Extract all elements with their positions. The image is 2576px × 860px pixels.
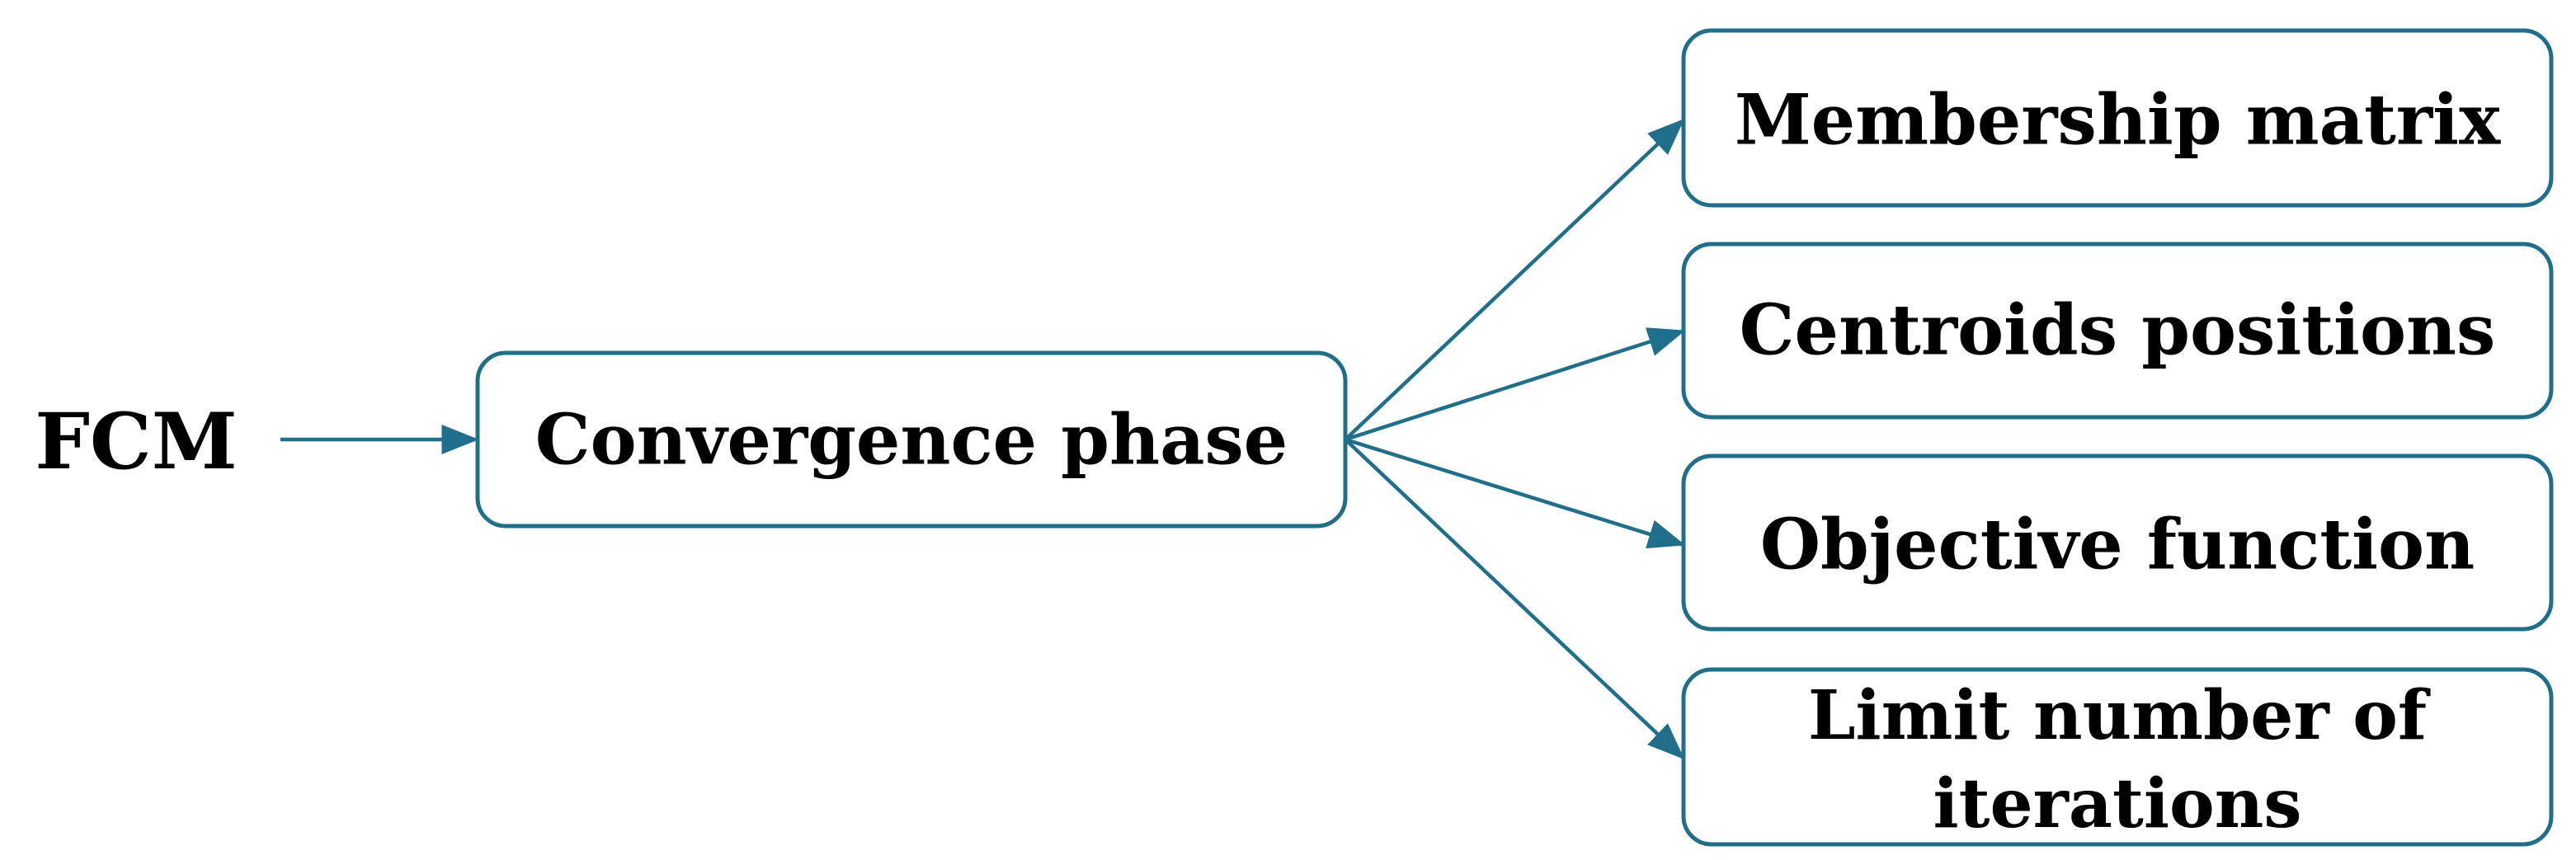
centroids-positions-box xyxy=(1681,242,2554,420)
objective-function-node: Objective function xyxy=(1681,453,2554,632)
arrow-to-membership-matrix xyxy=(1344,118,1685,441)
arrow-to-centroids-positions xyxy=(1345,327,1686,442)
limit-iterations-box xyxy=(1681,667,2554,847)
convergence-phase-label: Convergence phase xyxy=(535,399,1288,481)
membership-matrix-node: Membership matrix xyxy=(1681,28,2554,208)
convergence-phase-node: Convergence phase xyxy=(475,350,1348,529)
centroids-positions-label: Centroids positions xyxy=(1740,289,2496,371)
limit-iterations-label-line2: iterations xyxy=(1933,764,2301,844)
centroids-positions-node: Centroids positions xyxy=(1681,242,2554,420)
arrow-to-limit-iterations xyxy=(1344,438,1685,760)
membership-matrix-label: Membership matrix xyxy=(1735,79,2501,161)
limit-iterations-node: Limit number of iterations xyxy=(1681,667,2554,847)
arrow-to-objective-function xyxy=(1345,437,1686,549)
membership-matrix-box xyxy=(1681,28,2554,208)
objective-function-label: Objective function xyxy=(1760,504,2475,585)
fcm-label: FCM xyxy=(35,397,238,487)
limit-iterations-label-line1: Limit number of xyxy=(1808,676,2431,755)
objective-function-box xyxy=(1681,453,2554,632)
